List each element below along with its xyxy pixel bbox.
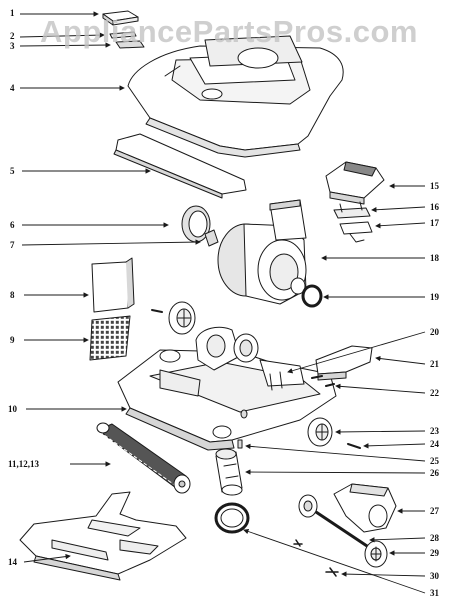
leader-28 [369,537,426,543]
leader-31 [243,528,426,594]
part-22-screws [311,375,335,387]
part-17-plate [339,221,373,243]
callout-3: 3 [10,41,15,51]
part-16-bracket [333,201,371,219]
leader-30 [341,571,426,577]
leader-2 [19,32,105,38]
callout-23: 23 [430,426,439,436]
part-30-screw [325,567,339,577]
callout-29: 29 [430,548,439,558]
leader-14 [23,553,71,563]
part-4-top-cover [127,35,344,158]
callout-11-12-13: 11,12,13 [8,459,40,469]
part-11-12-13-brush-roll [96,422,191,494]
part-21-lever [315,345,373,381]
callout-21: 21 [430,359,439,369]
leader-20 [287,331,426,374]
callout-18: 18 [430,253,439,263]
callout-15: 15 [430,181,439,191]
callout-8: 8 [10,290,15,300]
part-18-motor [217,199,307,305]
leader-16 [371,206,426,213]
callout-14: 14 [8,557,17,567]
part-26-cylinder [215,448,243,496]
part-9-grille [89,315,131,361]
callout-1: 1 [10,8,15,18]
callout-7: 7 [10,240,15,250]
callout-25: 25 [430,456,439,466]
part-7-pin [204,229,219,247]
part-15-latch-housing [325,161,385,205]
part-31-belt [214,502,250,534]
callout-27: 27 [430,506,439,516]
leader-3 [19,42,111,48]
part-24-axle-pin [347,443,361,449]
part-19-gasket [301,284,323,308]
leader-26 [245,469,426,475]
part-5-handle-bar [113,133,247,199]
part-3-latch [115,40,145,49]
callout-5: 5 [10,166,15,176]
part-2-clip [109,31,137,39]
part-14-base-plate [19,491,187,581]
leader-22 [335,383,426,394]
part-29-wheel [364,540,388,568]
part-23-rear-wheel [307,417,333,447]
callout-4: 4 [10,83,15,93]
callout-20: 20 [430,327,439,337]
callout-9: 9 [10,335,15,345]
callout-31: 31 [430,588,439,598]
watermark: AppliancePartsPros.com [40,14,418,49]
leader-23 [335,429,426,435]
part-front-wheel-left [168,301,196,335]
part-8-filter [91,257,135,313]
callout-16: 16 [430,202,439,212]
leader-7 [21,239,201,246]
callout-2: 2 [10,31,15,41]
part-screw-small [293,539,303,547]
callout-19: 19 [430,292,439,302]
callout-10: 10 [8,404,17,414]
leader-25 [245,443,426,462]
part-6-ring [181,205,211,243]
part-28-axle [298,494,378,554]
callout-22: 22 [430,388,439,398]
callout-30: 30 [430,571,439,581]
part-1-cap [102,10,139,26]
callout-28: 28 [430,533,439,543]
part-10-base [117,326,337,451]
leader-24 [363,443,426,449]
callout-6: 6 [10,220,15,230]
part-25-pin [237,439,243,449]
part-27-wheel-carrier [333,483,397,533]
part-bearing-left [151,309,163,313]
callout-26: 26 [430,468,439,478]
callout-24: 24 [430,439,439,449]
callout-17: 17 [430,218,439,228]
leader-17 [375,222,426,229]
leader-21 [375,355,426,365]
